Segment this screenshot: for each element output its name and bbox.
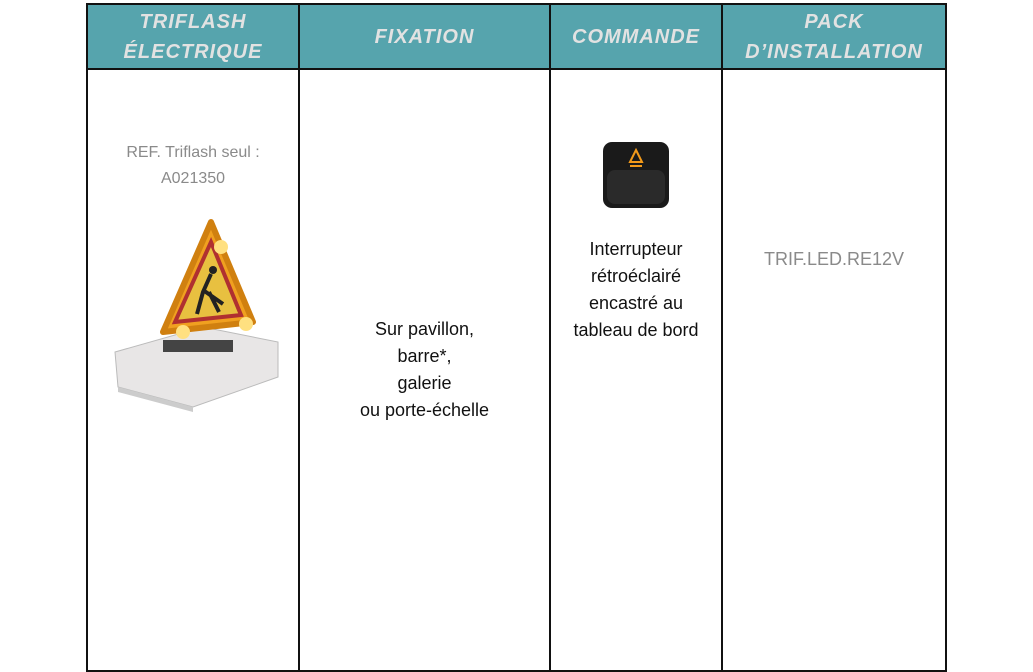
commande-line: rétroéclairé [590,266,682,286]
header-triflash: TRIFLASH ÉLECTRIQUE [86,3,300,70]
commande-line: encastré au [588,293,684,313]
commande-line: tableau de bord [573,320,699,340]
commande-line: Interrupteur [589,239,683,259]
fixation-line: Sur pavillon, [374,319,475,339]
header-commande: COMMANDE [549,3,723,70]
fixation-line: galerie [397,373,452,393]
reference: REF. Triflash seul : A021350 [88,140,298,192]
product-table: TRIFLASH ÉLECTRIQUE FIXATION COMMANDE PA… [86,3,947,672]
ref-line-2: A021350 [160,170,226,187]
pack-reference: TRIF.LED.RE12V [763,249,905,269]
switch-image [603,142,669,208]
fixation-line: ou porte-échelle [359,400,490,420]
cell-fixation: Sur pavillon, barre*, galerie ou porte-é… [298,68,551,672]
fixation-line: barre*, [397,346,452,366]
cell-triflash: REF. Triflash seul : A021350 [86,68,300,672]
header-fixation: FIXATION [298,3,551,70]
triflash-product-image [114,219,279,412]
ref-line-1: REF. Triflash seul : [126,144,260,161]
cell-commande: Interrupteur rétroéclairé encastré au ta… [549,68,723,672]
header-pack: PACK D’INSTALLATION [721,3,947,70]
cell-pack: TRIF.LED.RE12V [721,68,947,672]
